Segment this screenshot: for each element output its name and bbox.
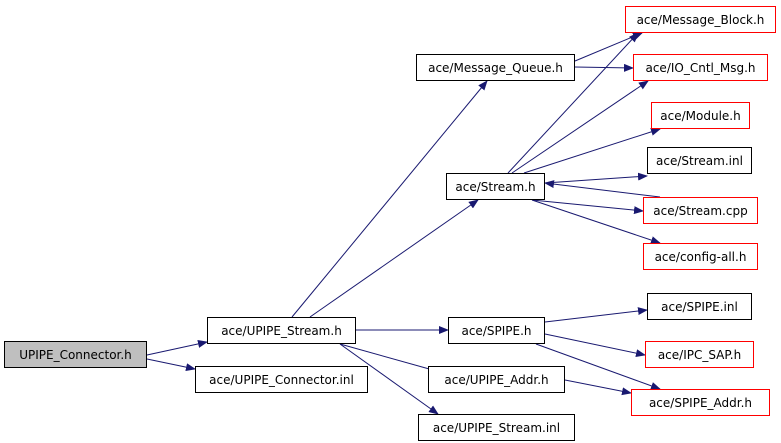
edge-spipe_h-to-ipc_sap_h bbox=[544, 333, 646, 358]
edge-upipe_stream_h-to-upipe_stream_inl bbox=[339, 343, 439, 415]
node-message-block-h[interactable]: ace/Message_Block.h bbox=[625, 6, 776, 33]
edge-stream_cpp-to-stream_h bbox=[544, 180, 661, 198]
node-module-h[interactable]: ace/Module.h bbox=[651, 102, 750, 129]
edge-message_queue_h-to-message_block_h bbox=[574, 32, 643, 62]
node-spipe-addr-h[interactable]: ace/SPIPE_Addr.h bbox=[631, 389, 770, 416]
node-upipe-connector-inl[interactable]: ace/UPIPE_Connector.inl bbox=[195, 366, 368, 393]
edge-upipe_addr_h-to-spipe_addr_h bbox=[564, 379, 632, 396]
node-stream-cpp[interactable]: ace/Stream.cpp bbox=[643, 197, 758, 224]
edge-stream_h-to-stream_cpp bbox=[531, 199, 644, 215]
node-stream-h[interactable]: ace/Stream.h bbox=[446, 173, 545, 200]
edge-spipe_h-to-spipe_inl bbox=[544, 307, 648, 323]
edge-stream_h-to-stream_inl bbox=[544, 172, 648, 184]
edge-message_queue_h-to-io_cntl_msg_h bbox=[574, 63, 634, 72]
node-ipc-sap-h[interactable]: ace/IPC_SAP.h bbox=[645, 341, 754, 368]
edge-spipe_h-to-spipe_addr_h bbox=[535, 343, 661, 390]
node-upipe-stream-h[interactable]: ace/UPIPE_Stream.h bbox=[207, 317, 356, 344]
node-upipe-addr-h[interactable]: ace/UPIPE_Addr.h bbox=[428, 366, 565, 393]
edge-stream_h-to-config_all_h bbox=[531, 199, 661, 244]
edge-upipe_connector_h-to-upipe_stream_h bbox=[146, 339, 208, 356]
node-stream-inl[interactable]: ace/Stream.inl bbox=[647, 147, 752, 174]
node-message-queue-h[interactable]: ace/Message_Queue.h bbox=[416, 54, 575, 81]
edge-stream_h-to-module_h bbox=[523, 127, 661, 174]
edge-upipe_stream_h-to-message_queue_h bbox=[291, 80, 488, 318]
node-config-all-h[interactable]: ace/config-all.h bbox=[643, 243, 758, 270]
node-upipe-stream-inl[interactable]: ace/UPIPE_Stream.inl bbox=[418, 414, 575, 441]
edge-upipe_stream_h-to-stream_h bbox=[309, 199, 479, 318]
edge-upipe_stream_h-to-upipe_addr_h bbox=[339, 343, 441, 374]
node-upipe-connector-h[interactable]: UPIPE_Connector.h bbox=[4, 341, 147, 368]
edge-stream_h-to-io_cntl_msg_h bbox=[511, 80, 649, 174]
edge-upipe_connector_h-to-upipe_connector_inl bbox=[146, 358, 196, 372]
node-io-cntl-msg-h[interactable]: ace/IO_Cntl_Msg.h bbox=[633, 54, 768, 81]
edge-stream_h-to-message_block_h bbox=[507, 32, 639, 174]
node-spipe-inl[interactable]: ace/SPIPE.inl bbox=[647, 293, 752, 320]
node-spipe-h[interactable]: ace/SPIPE.h bbox=[448, 317, 545, 344]
